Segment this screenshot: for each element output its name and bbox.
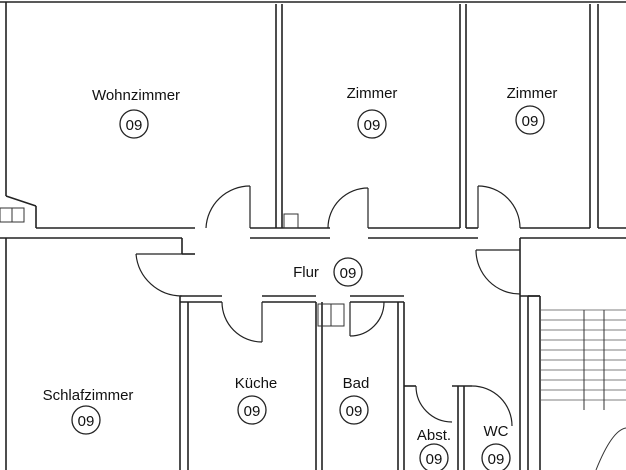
room-label: WC — [484, 423, 509, 440]
room-label: Bad — [343, 375, 370, 392]
room-code: 09 — [522, 113, 539, 130]
room-flur: Flur 09 — [293, 257, 363, 287]
room-label: Küche — [235, 375, 278, 392]
room-code: 09 — [426, 451, 443, 468]
room-wc: WC 09 — [481, 423, 511, 470]
room-code: 09 — [488, 451, 505, 468]
room-bad: Bad 09 — [339, 375, 370, 425]
room-abst: Abst. 09 — [417, 427, 451, 470]
staircase — [540, 309, 626, 470]
room-label: Schlafzimmer — [43, 387, 134, 404]
room-wohnzimmer: Wohnzimmer 09 — [92, 87, 180, 139]
room-zimmer-2: Zimmer 09 — [507, 85, 558, 135]
room-code: 09 — [340, 265, 357, 282]
room-code: 09 — [244, 403, 261, 420]
room-code: 09 — [126, 117, 143, 134]
room-label: Zimmer — [347, 85, 398, 102]
room-label: Zimmer — [507, 85, 558, 102]
room-kueche: Küche 09 — [235, 375, 278, 425]
room-label: Abst. — [417, 427, 451, 444]
doors — [135, 185, 521, 427]
room-code: 09 — [78, 413, 95, 430]
room-label: Flur — [293, 264, 319, 281]
room-code: 09 — [346, 403, 363, 420]
fixtures — [0, 207, 345, 327]
room-code: 09 — [364, 117, 381, 134]
room-schlafzimmer: Schlafzimmer 09 — [43, 387, 134, 435]
room-label: Wohnzimmer — [92, 87, 180, 104]
room-zimmer-1: Zimmer 09 — [347, 85, 398, 139]
